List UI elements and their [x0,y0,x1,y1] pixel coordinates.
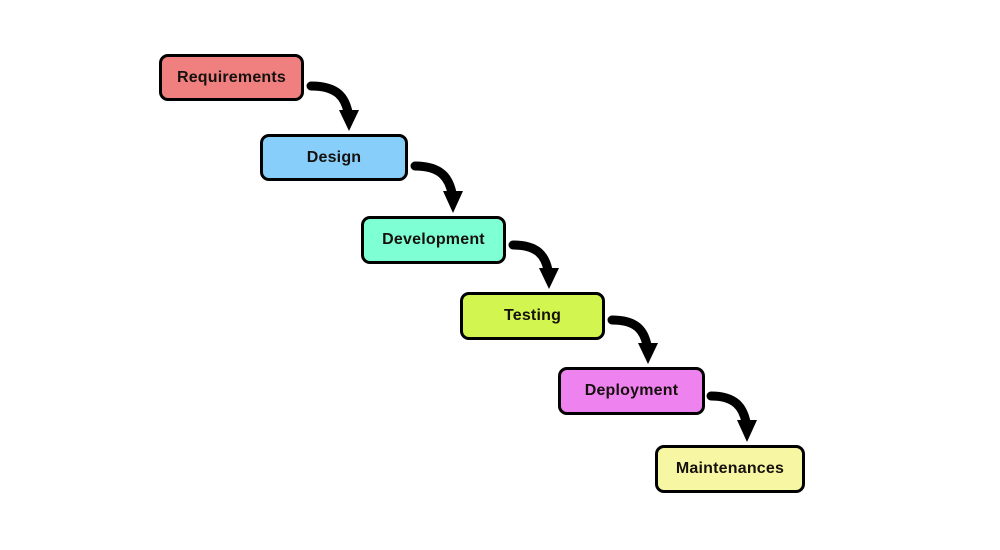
phase-box-testing[interactable]: Testing [460,292,605,340]
phase-label-development: Development [382,231,485,248]
phase-label-testing: Testing [503,307,562,324]
arrow-head [443,191,463,213]
phase-label-deployment: Deployment [584,382,679,399]
arrow-head [737,420,757,442]
arrow-curve [410,161,457,198]
arrow-curve [306,81,353,117]
phase-box-design[interactable]: Design [260,134,408,181]
arrow-curve [607,315,652,350]
arrow-deployment-to-maintenances [706,391,757,442]
arrow-head [638,343,658,364]
phase-label-requirements: Requirements [176,68,287,86]
arrow-design-to-development [410,161,463,213]
phase-box-maintenances[interactable]: Maintenances [655,445,805,493]
arrow-requirements-to-design [306,81,359,131]
phase-label-design: Design [306,148,362,166]
phase-box-deployment[interactable]: Deployment [558,367,705,415]
arrow-curve [706,391,751,427]
arrow-head [539,268,559,289]
phase-label-maintenances: Maintenances [675,460,785,477]
arrow-curve [508,240,553,275]
arrow-development-to-testing [508,240,559,289]
arrow-head [339,110,359,131]
phase-box-requirements[interactable]: Requirements [159,54,304,101]
arrow-testing-to-deployment [607,315,658,364]
phase-box-development[interactable]: Development [361,216,506,264]
